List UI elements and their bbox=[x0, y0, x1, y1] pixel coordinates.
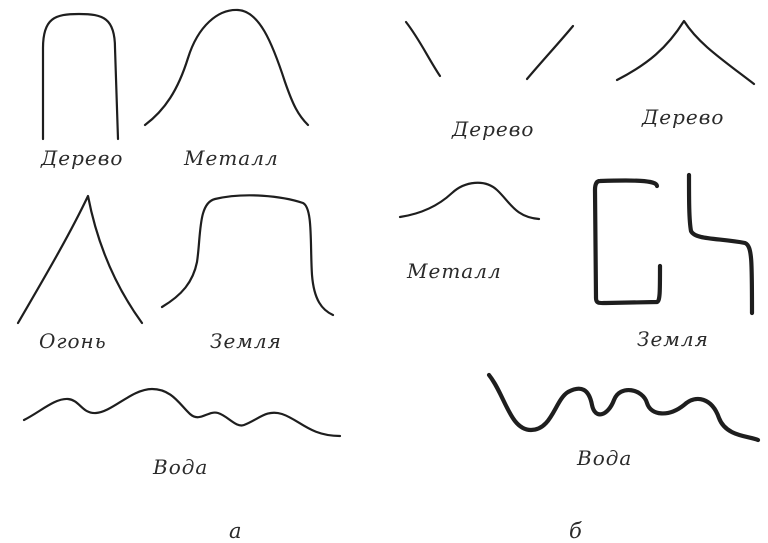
left-water-label: Вода bbox=[153, 455, 209, 479]
right-metal-label: Металл bbox=[407, 259, 502, 283]
right-earth-shape-bracket bbox=[592, 178, 663, 306]
right-water-shape bbox=[486, 372, 761, 443]
left-water-shape bbox=[22, 387, 342, 438]
right-earth-shape-hook bbox=[686, 172, 755, 316]
left-metal-shape bbox=[143, 8, 310, 127]
right-wood-label-1: Дерево bbox=[452, 117, 535, 141]
right-water-label: Вода bbox=[577, 446, 633, 470]
left-fire-label: Огонь bbox=[39, 329, 107, 353]
left-earth-shape bbox=[160, 194, 335, 317]
left-wood-label: Дерево bbox=[41, 146, 124, 170]
left-metal-label: Металл bbox=[184, 146, 279, 170]
right-wood-shape-1-left bbox=[404, 20, 442, 78]
panel-letter-a: а bbox=[229, 519, 243, 543]
right-wood-shape-1-right bbox=[525, 24, 575, 81]
right-wood-label-2: Дерево bbox=[642, 105, 725, 129]
left-earth-label: Земля bbox=[210, 329, 282, 353]
right-metal-shape bbox=[398, 181, 541, 221]
right-earth-label: Земля bbox=[637, 327, 709, 351]
left-wood-shape bbox=[41, 12, 120, 141]
left-fire-shape bbox=[16, 194, 144, 325]
panel-letter-b: б bbox=[569, 519, 583, 543]
right-wood-shape-2 bbox=[615, 19, 756, 86]
